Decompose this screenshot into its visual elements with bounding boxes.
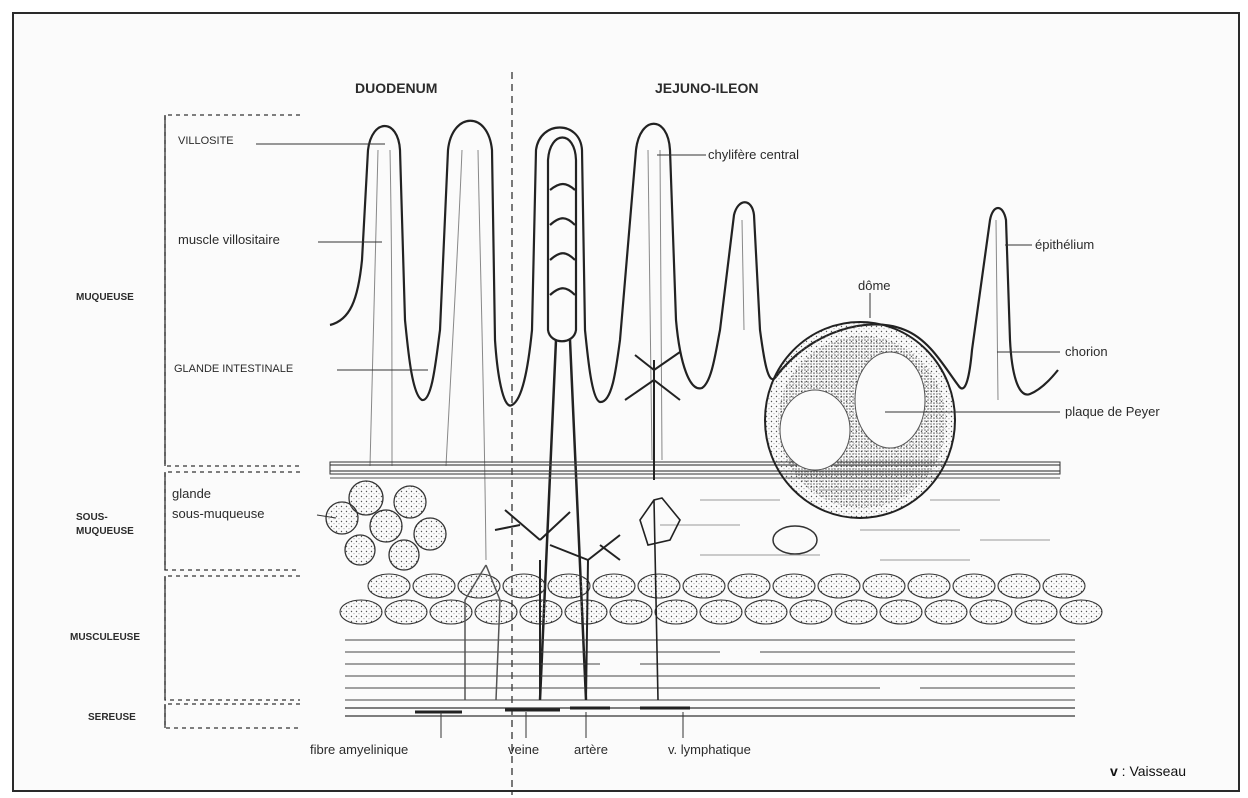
label-chorion: chorion [1065,344,1108,359]
section-sereuse: SEREUSE [88,712,136,723]
muscle-cell [925,600,967,624]
section-muqueuse: MUQUEUSE [76,292,134,303]
muscle-cell [683,574,725,598]
label-muscle-villositaire: muscle villositaire [178,232,280,247]
section-musculeuse: MUSCULEUSE [70,632,140,643]
label-veine: veine [508,742,539,757]
muscle-cell [790,600,832,624]
muscle-cell [340,600,382,624]
muscle-cell [728,574,770,598]
label-dome: dôme [858,278,891,293]
muscle-cell [880,600,922,624]
villi-outline [330,121,1058,406]
muscle-cell [413,574,455,598]
jejuno-ileon-header: JEJUNO-ILEON [655,80,758,96]
muscle-cell [368,574,410,598]
muscle-cell [1043,574,1085,598]
muscle-cell [475,600,517,624]
muscle-cell [385,600,427,624]
muscle-cell [655,600,697,624]
legend-note: v : Vaisseau [1110,763,1186,779]
muscle-cell [638,574,680,598]
label-epithelium: épithélium [1035,237,1094,252]
muscle-cell [1060,600,1102,624]
muscle-cell [565,600,607,624]
muscle-cell [773,574,815,598]
label-v-lymphatique: v. lymphatique [668,742,751,757]
muscle-cell [745,600,787,624]
muscle-cell [863,574,905,598]
muscle-cell [908,574,950,598]
label-sous-muqueuse: sous-muqueuse [172,506,265,521]
muscularis-circular-layer [340,574,1102,624]
muscle-cell [953,574,995,598]
section-brackets [165,115,300,728]
muscle-cell [835,600,877,624]
muscle-cell [1015,600,1057,624]
muscularis-longitudinal-layer [345,640,1075,700]
label-plaque-de-peyer: plaque de Peyer [1065,404,1160,419]
muscle-cell [970,600,1012,624]
muscle-cell [700,600,742,624]
label-glande: glande [172,486,211,501]
submucosal-glands [326,481,446,570]
muscle-cell [998,574,1040,598]
label-fibre-amyelinique: fibre amyelinique [310,742,408,757]
muscle-cell [610,600,652,624]
label-chylifere: chylifère central [708,147,799,162]
legend-key: v [1110,763,1118,779]
legend-text: : Vaisseau [1118,763,1186,779]
muscle-cell [548,574,590,598]
label-artere: artère [574,742,608,757]
section-sous-muqueuse-1: SOUS- [76,512,108,523]
label-glande-intestinale: GLANDE INTESTINALE [174,363,293,375]
muscle-cell [593,574,635,598]
duodenum-header: DUODENUM [355,80,437,96]
label-villosite: VILLOSITE [178,135,234,147]
section-sous-muqueuse-2: MUQUEUSE [76,526,134,537]
muscle-cell [503,574,545,598]
muscle-cell [818,574,860,598]
muscularis-mucosae [330,462,1060,478]
peyer-patch [765,322,955,554]
